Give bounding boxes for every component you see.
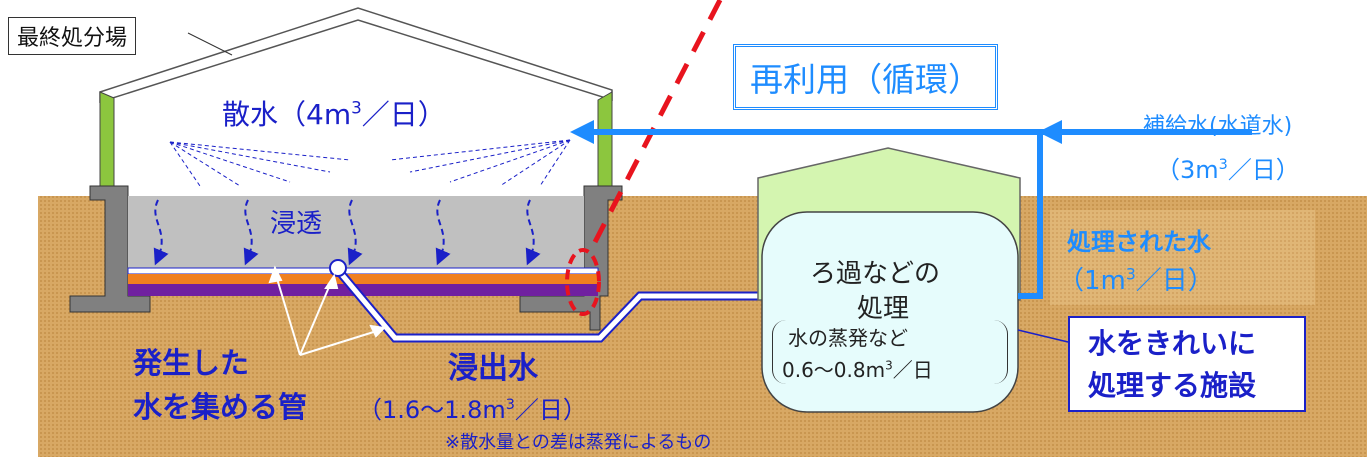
- plant-label-box: [1068, 316, 1306, 412]
- recycle-arrowhead: [570, 120, 594, 144]
- right-wall-green: [597, 91, 613, 187]
- left-wall-green: [99, 91, 115, 187]
- landfill-building: [69, 7, 623, 331]
- waste-layer: [128, 196, 584, 268]
- sprinkle-label: 散水（4m3／日）: [222, 97, 446, 131]
- liner-white: [127, 267, 599, 275]
- pipe-label-line2: 水を集める管: [133, 390, 308, 424]
- plant-label-line1: 水をきれいに: [1088, 327, 1257, 360]
- leachate-amount: （1.6〜1.8m3／日）: [358, 396, 587, 424]
- leachate-pipe: [334, 267, 760, 343]
- collection-pipe-inlet: [329, 259, 347, 277]
- footnote: ※散水量との差は蒸発によるもの: [445, 432, 712, 453]
- plant-label-leader: [1017, 329, 1069, 343]
- evaporation-line1: 水の蒸発など: [788, 326, 908, 350]
- facility-label: 最終処分場: [8, 17, 137, 55]
- supply-label: 補給水(水道水): [1143, 114, 1293, 139]
- recycle-flow: [590, 129, 1252, 299]
- red-dashed-pointer: [592, 0, 723, 244]
- supply-amount: （3m3／日）: [1156, 156, 1300, 184]
- plant-label-line2: 処理する施設: [1088, 369, 1257, 402]
- leachate-label: 浸出水: [448, 351, 538, 386]
- facility-label-leader: [187, 32, 233, 56]
- pipe-pointer-arrows: [268, 265, 387, 356]
- treatment-tank: [761, 211, 1019, 413]
- leak-check-circle: [565, 248, 601, 316]
- roof-inner: [114, 22, 600, 180]
- recycle-label: 再利用（循環）: [733, 44, 998, 110]
- spray-lines: [169, 139, 571, 187]
- evaporation-line2: 0.6〜0.8m3／日: [782, 358, 933, 382]
- evaporation-bracket: [772, 320, 1008, 384]
- treatment-title-2: 処理: [857, 294, 910, 324]
- treated-water-label: 処理された水: [1067, 228, 1211, 256]
- seepage-label: 浸透: [270, 209, 323, 239]
- supply-arrowhead: [1038, 120, 1062, 144]
- liner-orange: [128, 274, 598, 284]
- liner-purple: [128, 284, 598, 296]
- treated-water-amount: （1m3／日）: [1058, 265, 1214, 296]
- treatment-title-1: ろ過などの: [810, 259, 941, 289]
- pipe-label-line1: 発生した: [133, 346, 250, 380]
- treated-water-label-bg: [1050, 210, 1315, 305]
- seepage-arrows: [153, 199, 541, 266]
